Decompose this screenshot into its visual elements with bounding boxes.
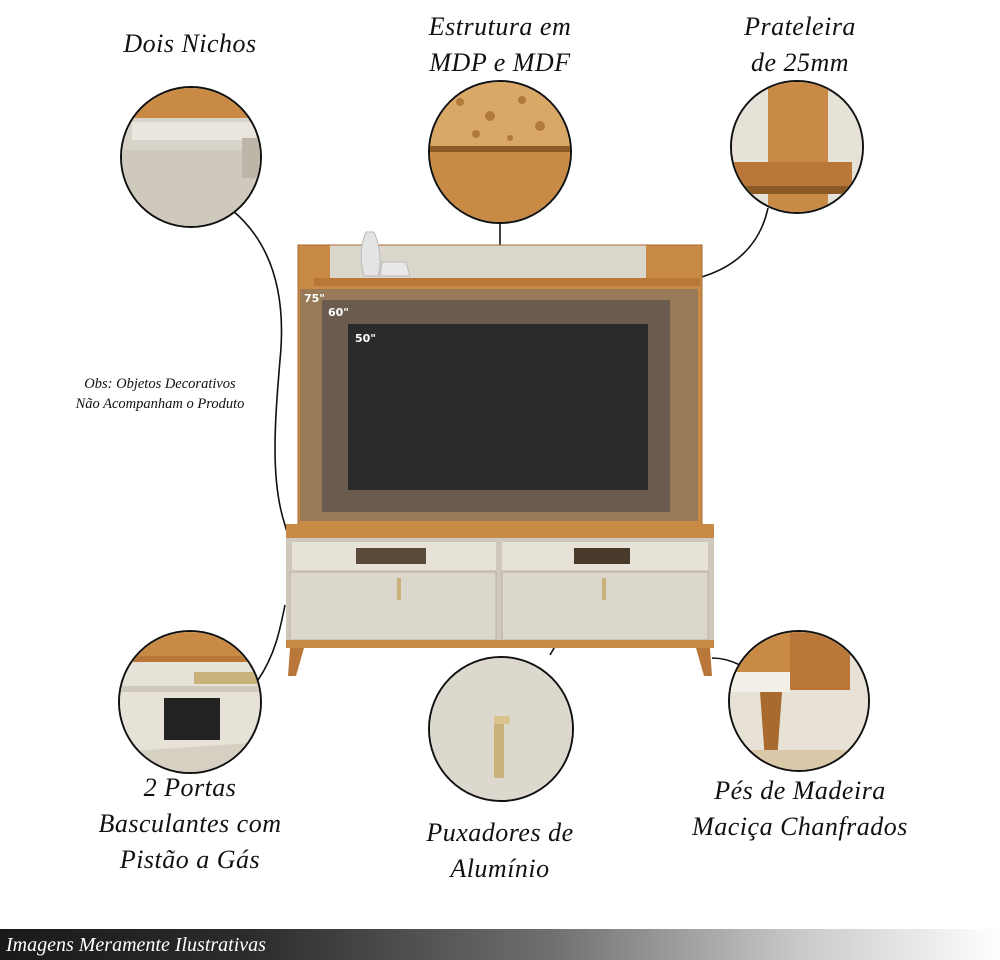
connector-prateleira [697, 207, 769, 279]
leg-right [696, 648, 712, 676]
handle-left [397, 578, 401, 600]
top-shelf [314, 278, 700, 286]
label-dois-nichos: Dois Nichos [123, 29, 257, 58]
door-left [289, 571, 497, 641]
detail-circle-prateleira [730, 80, 864, 214]
rack-cabinet [286, 524, 714, 676]
label-puxadores: Puxadores de Alumínio [426, 818, 574, 883]
detail-circle-estrutura [428, 80, 572, 224]
niche-box [574, 548, 630, 564]
label-prateleira: Prateleira de 25mm [744, 12, 856, 77]
decor-vase [360, 231, 381, 277]
detail-circle-nichos [120, 86, 262, 228]
connector-pes [711, 657, 741, 666]
footer-text: Imagens Meramente Ilustrativas [6, 934, 266, 956]
handle-right [602, 578, 606, 600]
decor-disclaimer: Obs: Objetos Decorativos Não Acompanham … [75, 376, 245, 412]
detail-circle-pes [728, 630, 870, 772]
tv-size-50: 50" [355, 332, 376, 345]
leg-left [288, 648, 304, 676]
decor-sculpture [379, 261, 411, 277]
tv-50-overlay [348, 324, 648, 490]
niche-books [356, 548, 426, 564]
label-portas: 2 Portas Basculantes com Pistão a Gás [98, 773, 282, 874]
connector-portas [257, 604, 286, 681]
tv-size-overlays: 75" 60" 50" [300, 289, 698, 521]
detail-circle-portas [118, 630, 262, 774]
tv-size-75: 75" [304, 292, 325, 305]
cabinet-top [286, 524, 714, 538]
cabinet-base [286, 640, 714, 648]
label-estrutura: Estrutura em MDP e MDF [428, 12, 572, 77]
label-pes: Pés de Madeira Maciça Chanfrados [692, 776, 908, 841]
tv-size-60: 60" [328, 306, 349, 319]
footer-banner: Imagens Meramente Ilustrativas [0, 929, 1000, 960]
detail-circle-puxadores [428, 656, 574, 802]
